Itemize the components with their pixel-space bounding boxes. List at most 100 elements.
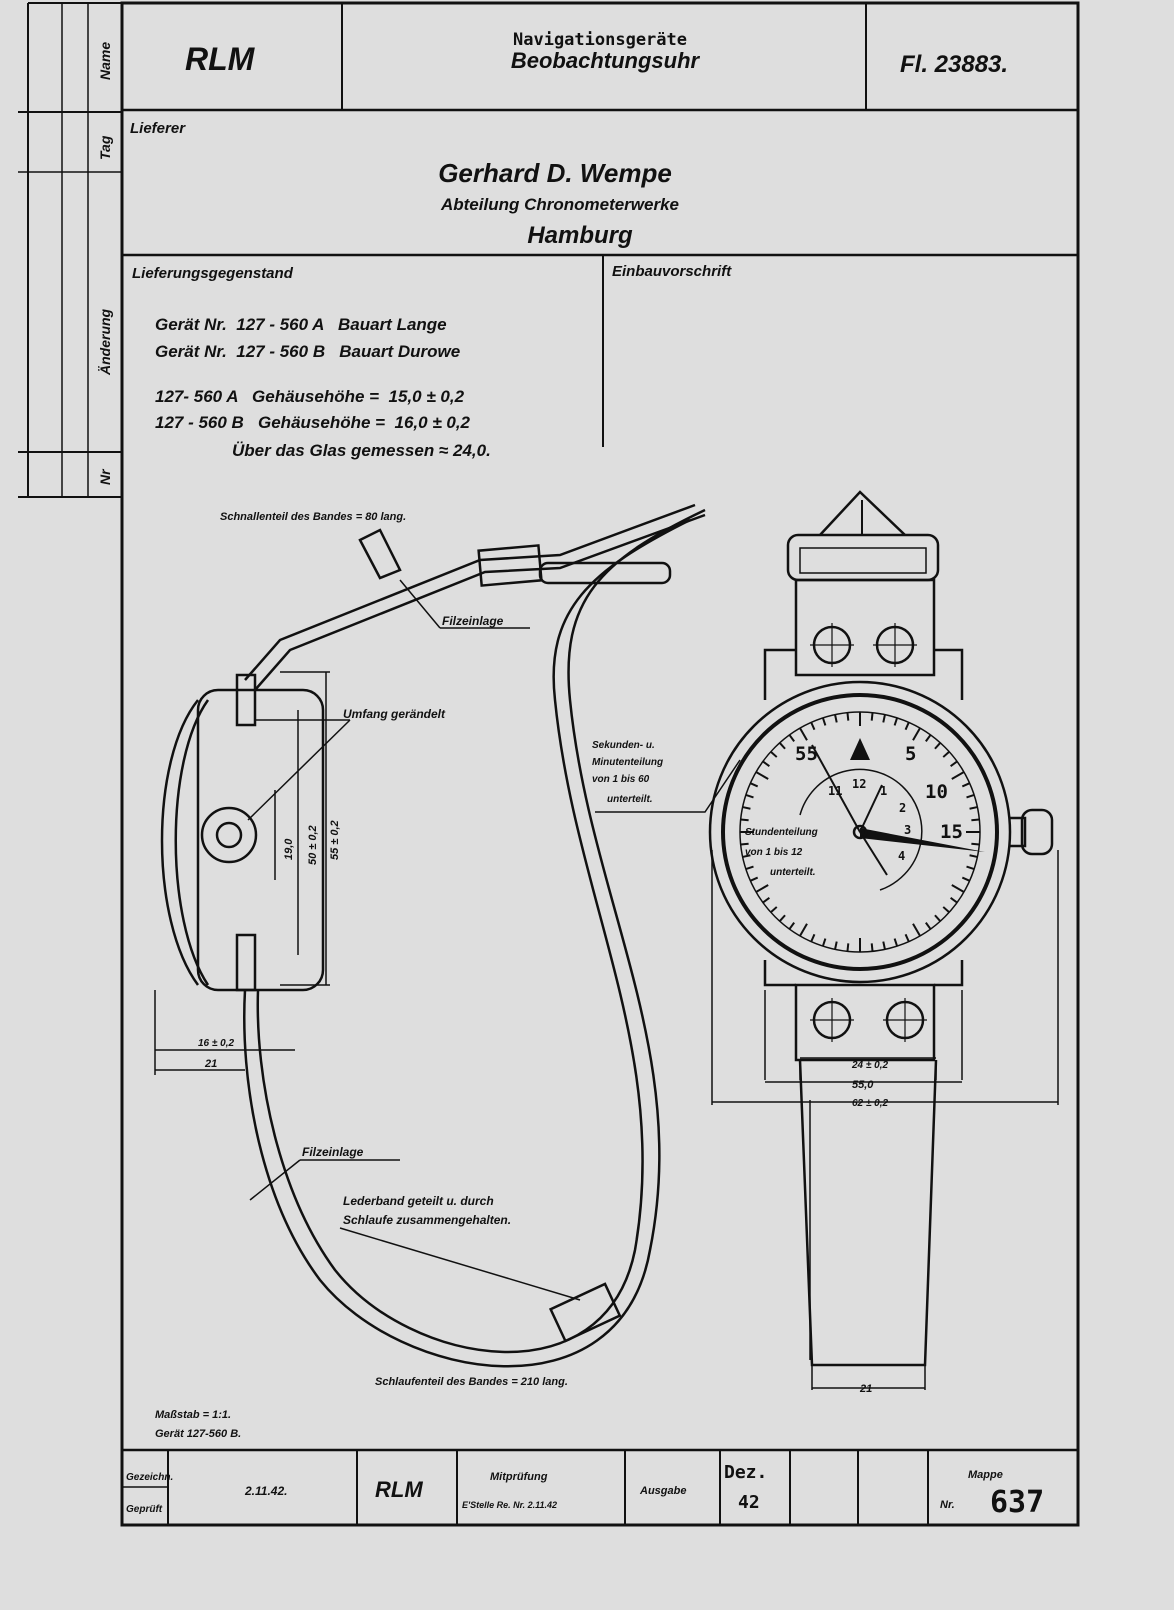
dim-side-height-2: 50 ± 0,2 — [307, 825, 319, 865]
dial-tick — [846, 943, 850, 952]
note-device: Gerät 127-560 B. — [155, 1428, 241, 1440]
dial-tick — [834, 714, 838, 723]
dial-hour-label: 12 — [852, 777, 866, 791]
footer-co-check: Mitprüfung — [490, 1471, 548, 1483]
dial-tick — [971, 842, 980, 846]
dial-tick — [810, 933, 816, 943]
dim-case-dia: 55,0 — [852, 1079, 874, 1091]
annotation-leather-2: Schlaufe zusammengehalten. — [343, 1213, 511, 1227]
footer-issue-label: Ausgabe — [639, 1485, 686, 1497]
footer-issue-year: 42 — [738, 1492, 760, 1513]
dial-tick — [821, 938, 827, 947]
dial-tick — [904, 721, 910, 731]
annotation-sec-min: unterteilt. — [607, 794, 653, 805]
dial-tick — [742, 806, 751, 810]
dial-tick — [846, 712, 850, 721]
side-label-name: Name — [97, 42, 113, 80]
footer-checked-label: Geprüft — [126, 1504, 163, 1515]
footer-date: 2.11.42. — [244, 1484, 287, 1498]
dial-tick — [893, 717, 899, 726]
dial-tick — [951, 771, 965, 780]
dial-tick — [934, 914, 942, 922]
dial-tick — [950, 760, 958, 767]
dim-lug-width: 24 ± 0,2 — [851, 1060, 889, 1071]
dial-tick — [799, 923, 808, 937]
annotation-loop-part: Schlaufenteil des Bandes = 210 lang. — [375, 1376, 568, 1388]
dial-tick — [745, 865, 754, 871]
dial-minute-label: 15 — [940, 821, 963, 843]
delivery-line: 127- 560 A Gehäusehöhe = 15,0 ± 0,2 — [155, 387, 465, 406]
dial-tick — [966, 865, 975, 871]
delivery-label: Lieferungsgegenstand — [132, 265, 294, 282]
dial-tick — [904, 933, 910, 943]
side-label-tag: Tag — [97, 135, 113, 160]
dial-minute-label: 5 — [905, 743, 916, 765]
dial-tick — [942, 906, 950, 914]
dial-minute-label: 55 — [795, 743, 818, 765]
annotation-leather-1: Lederband geteilt u. durch — [343, 1194, 494, 1208]
supplier-department: Abteilung Chronometerwerke — [440, 195, 679, 214]
footer-org: RLM — [375, 1477, 423, 1502]
supplier-label: Lieferer — [130, 120, 186, 137]
dial-minute-label: 10 — [925, 781, 948, 803]
front-view-drawing — [595, 490, 1059, 1390]
sheet-number: Fl. 23883. — [900, 51, 1008, 78]
dial-hour-label: 4 — [898, 849, 905, 863]
dial-tick — [740, 842, 749, 846]
side-label-aenderung: Änderung — [97, 308, 113, 376]
dim-side-thick: 16 ± 0,2 — [198, 1038, 235, 1049]
footer-folder-label: Mappe — [968, 1469, 1003, 1481]
header-org: RLM — [185, 41, 256, 77]
dial-tick — [770, 750, 778, 758]
dial-tick — [912, 727, 921, 741]
dial-tick — [799, 727, 808, 741]
annotation-sec-min: Minutenteilung — [592, 757, 663, 768]
dial-tick — [749, 876, 759, 882]
footer-drawn-label: Gezeichn. — [126, 1472, 173, 1483]
frame — [18, 1, 1080, 1527]
annotation-hour: von 1 bis 12 — [745, 847, 803, 858]
dial-tick — [762, 897, 770, 904]
side-label-nr: Nr — [97, 468, 113, 485]
dial-tick — [961, 876, 971, 882]
dial-hour-label: 3 — [904, 823, 911, 837]
dial-tick — [770, 906, 778, 914]
dim-side-width: 21 — [204, 1058, 217, 1070]
dial-tick — [745, 793, 754, 799]
dial-tick — [788, 734, 795, 742]
dial-tick — [966, 793, 975, 799]
dial-tick — [749, 782, 759, 788]
annotation-hour: unterteilt. — [770, 867, 816, 878]
dial-tick — [870, 943, 874, 952]
dial-tick — [755, 884, 769, 893]
footer-folder-number: 637 — [990, 1485, 1044, 1520]
dim-side-height-1: 19,0 — [283, 838, 295, 860]
dial-tick — [778, 742, 786, 750]
dial-hour-label: 1 — [880, 784, 887, 798]
dial-tick — [961, 782, 971, 788]
dial-tick — [942, 750, 950, 758]
dim-overall: 62 ± 0,2 — [852, 1098, 889, 1109]
dial-tick — [893, 938, 899, 947]
dial-tick — [882, 941, 886, 950]
dial-tick — [834, 941, 838, 950]
dial-tick — [934, 742, 942, 750]
dial-tick — [778, 914, 786, 922]
dial-tick — [755, 771, 769, 780]
annotation-sec-min: Sekunden- u. — [592, 740, 655, 751]
dial-tick — [925, 734, 932, 742]
header-category: Navigationsgeräte — [513, 30, 687, 50]
annotation-felt-bottom: Filzeinlage — [302, 1145, 364, 1159]
annotation-felt-top: Filzeinlage — [442, 614, 504, 628]
dial-tick — [870, 712, 874, 721]
dial-tick — [969, 806, 978, 810]
side-view-drawing — [154, 503, 706, 1368]
annotation-hour: Stundenteilung — [745, 827, 818, 838]
dial-tick — [788, 922, 795, 930]
dial-tick — [740, 818, 749, 822]
dial-tick — [950, 897, 958, 904]
installation-label: Einbauvorschrift — [612, 263, 732, 280]
dim-side-height-3: 55 ± 0,2 — [329, 820, 341, 860]
footer-folder-nr-label: Nr. — [940, 1499, 955, 1511]
